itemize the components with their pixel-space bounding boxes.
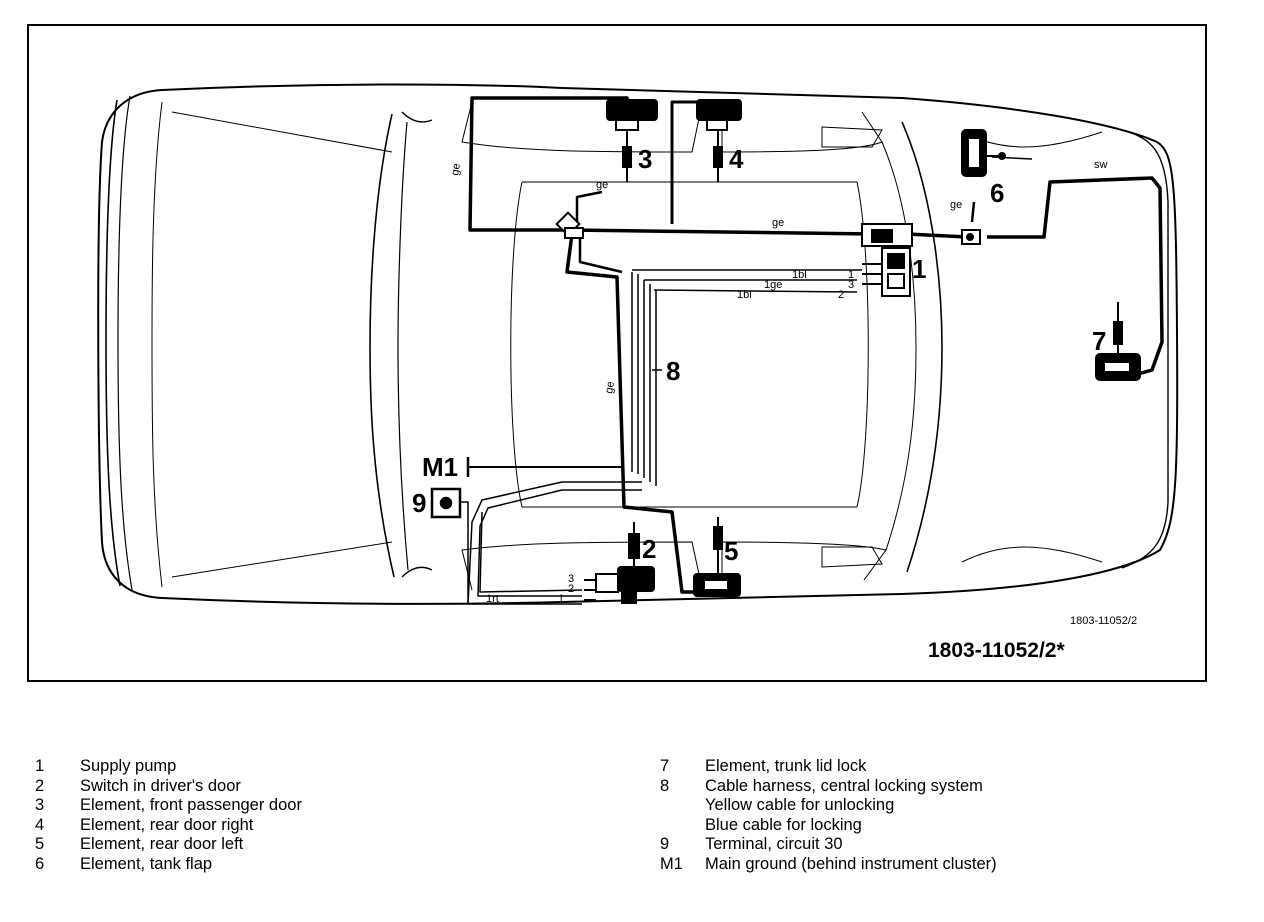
junction-connectors <box>555 211 981 245</box>
legend-item: 8 Cable harness, central locking system <box>660 777 997 797</box>
label-4: 4 <box>729 144 744 174</box>
legend-key: M1 <box>660 854 683 873</box>
legend-text: Element, rear door right <box>80 815 254 834</box>
label-5: 5 <box>724 536 738 566</box>
wire-label-ge-tank: ge <box>950 199 962 211</box>
legend-item: 9 Terminal, circuit 30 <box>660 835 997 855</box>
element-front-passenger-door <box>606 99 658 182</box>
legend-key: 2 <box>35 776 45 795</box>
legend-text: Main ground (behind instrument cluster) <box>705 854 997 873</box>
label-9: 9 <box>412 488 426 518</box>
wire-label-1bl: 1bl <box>737 289 752 301</box>
reference-small: 1803-11052/2 <box>1070 615 1137 627</box>
legend-text: Switch in driver's door <box>80 776 241 795</box>
legend-key: 5 <box>35 835 45 854</box>
wire-label-sw: sw <box>1094 159 1108 171</box>
wire-label-1bl-top: 1bl <box>792 269 807 281</box>
legend-item: 5 Element, rear door left <box>35 835 302 855</box>
switch-pin-3: 3 <box>568 573 574 585</box>
legend-key: 9 <box>660 835 670 854</box>
legend-item: Yellow cable for unlocking <box>660 796 997 816</box>
legend-item: 1 Supply pump <box>35 757 302 777</box>
legend-item: 7 Element, trunk lid lock <box>660 757 997 777</box>
legend-item: 2 Switch in driver's door <box>35 777 302 797</box>
legend-key: 1 <box>35 757 45 775</box>
legend-text: Element, rear door left <box>80 835 244 854</box>
legend-key: 4 <box>35 815 45 834</box>
label-1: 1 <box>912 254 926 284</box>
legend-item: 3 Element, front passenger door <box>35 796 302 816</box>
label-m1: M1 <box>422 452 458 482</box>
legend-key: 6 <box>35 854 45 873</box>
switch-pin-2: 2 <box>568 583 574 595</box>
supply-pump <box>861 223 913 297</box>
legend-text: Yellow cable for unlocking <box>705 796 895 815</box>
element-rear-door-right <box>696 99 742 182</box>
reference-number: 1803-11052/2* <box>928 639 1065 662</box>
element-trunk-lid-lock <box>1095 302 1141 381</box>
legend-key <box>660 816 705 836</box>
label-8: 8 <box>666 356 680 386</box>
car-body-outline <box>97 83 1179 605</box>
legend-item: Blue cable for locking <box>660 816 997 836</box>
legend-right: 7 Element, trunk lid lock 8 Cable harnes… <box>660 757 997 875</box>
wiring-harness <box>460 96 1164 605</box>
legend-text: Element, front passenger door <box>80 796 302 815</box>
legend-left: 1 Supply pump 2 Switch in driver's door … <box>35 757 302 875</box>
legend-item: 6 Element, tank flap <box>35 855 302 875</box>
wire-label-1ge: 1ge <box>764 279 782 291</box>
element-tank-flap <box>961 129 1006 177</box>
legend-item: M1 Main ground (behind instrument cluste… <box>660 855 997 875</box>
wire-label-ge-left: ge <box>449 162 463 176</box>
pump-pin-3: 3 <box>848 279 854 291</box>
legend-key: 3 <box>35 796 45 815</box>
legend-text: Element, tank flap <box>80 854 213 873</box>
label-3: 3 <box>638 144 652 174</box>
legend-key: 7 <box>660 757 670 775</box>
legend-item: 4 Element, rear door right <box>35 816 302 836</box>
legend-key <box>660 796 705 816</box>
component-numbers: 1 2 3 4 5 6 7 8 9 M1 <box>412 144 1106 566</box>
switch-drivers-door <box>584 522 655 604</box>
switch-pin-1: 1 <box>558 593 564 605</box>
legend-text: Terminal, circuit 30 <box>705 835 843 854</box>
pump-pin-2: 2 <box>838 289 844 301</box>
wire-label-ge-upper: ge <box>596 179 608 191</box>
element-rear-door-left <box>693 517 741 597</box>
wire-label-1rt: 1rt <box>486 593 499 605</box>
legend-text: Blue cable for locking <box>705 815 862 834</box>
legend-text: Element, trunk lid lock <box>705 757 867 775</box>
diagram-frame: ge ge ge ge sw ge 1bl 1ge 1bl 1 3 2 1rt … <box>27 24 1207 682</box>
legend-text: Supply pump <box>80 757 177 775</box>
label-2: 2 <box>642 534 656 564</box>
label-6: 6 <box>990 178 1004 208</box>
terminal-circuit-30 <box>430 487 462 519</box>
legend-key: 8 <box>660 776 670 795</box>
wire-label-ge-main: ge <box>772 217 784 229</box>
legend-text: Cable harness, central locking system <box>705 776 983 795</box>
wiring-diagram: ge ge ge ge sw ge 1bl 1ge 1bl 1 3 2 1rt … <box>97 83 1179 662</box>
label-7: 7 <box>1092 326 1106 356</box>
wire-labels: ge ge ge ge sw ge 1bl 1ge 1bl 1 3 2 1rt … <box>449 159 1137 627</box>
pump-pin-1: 1 <box>848 269 854 281</box>
wire-label-ge-vertical: ge <box>603 380 617 394</box>
